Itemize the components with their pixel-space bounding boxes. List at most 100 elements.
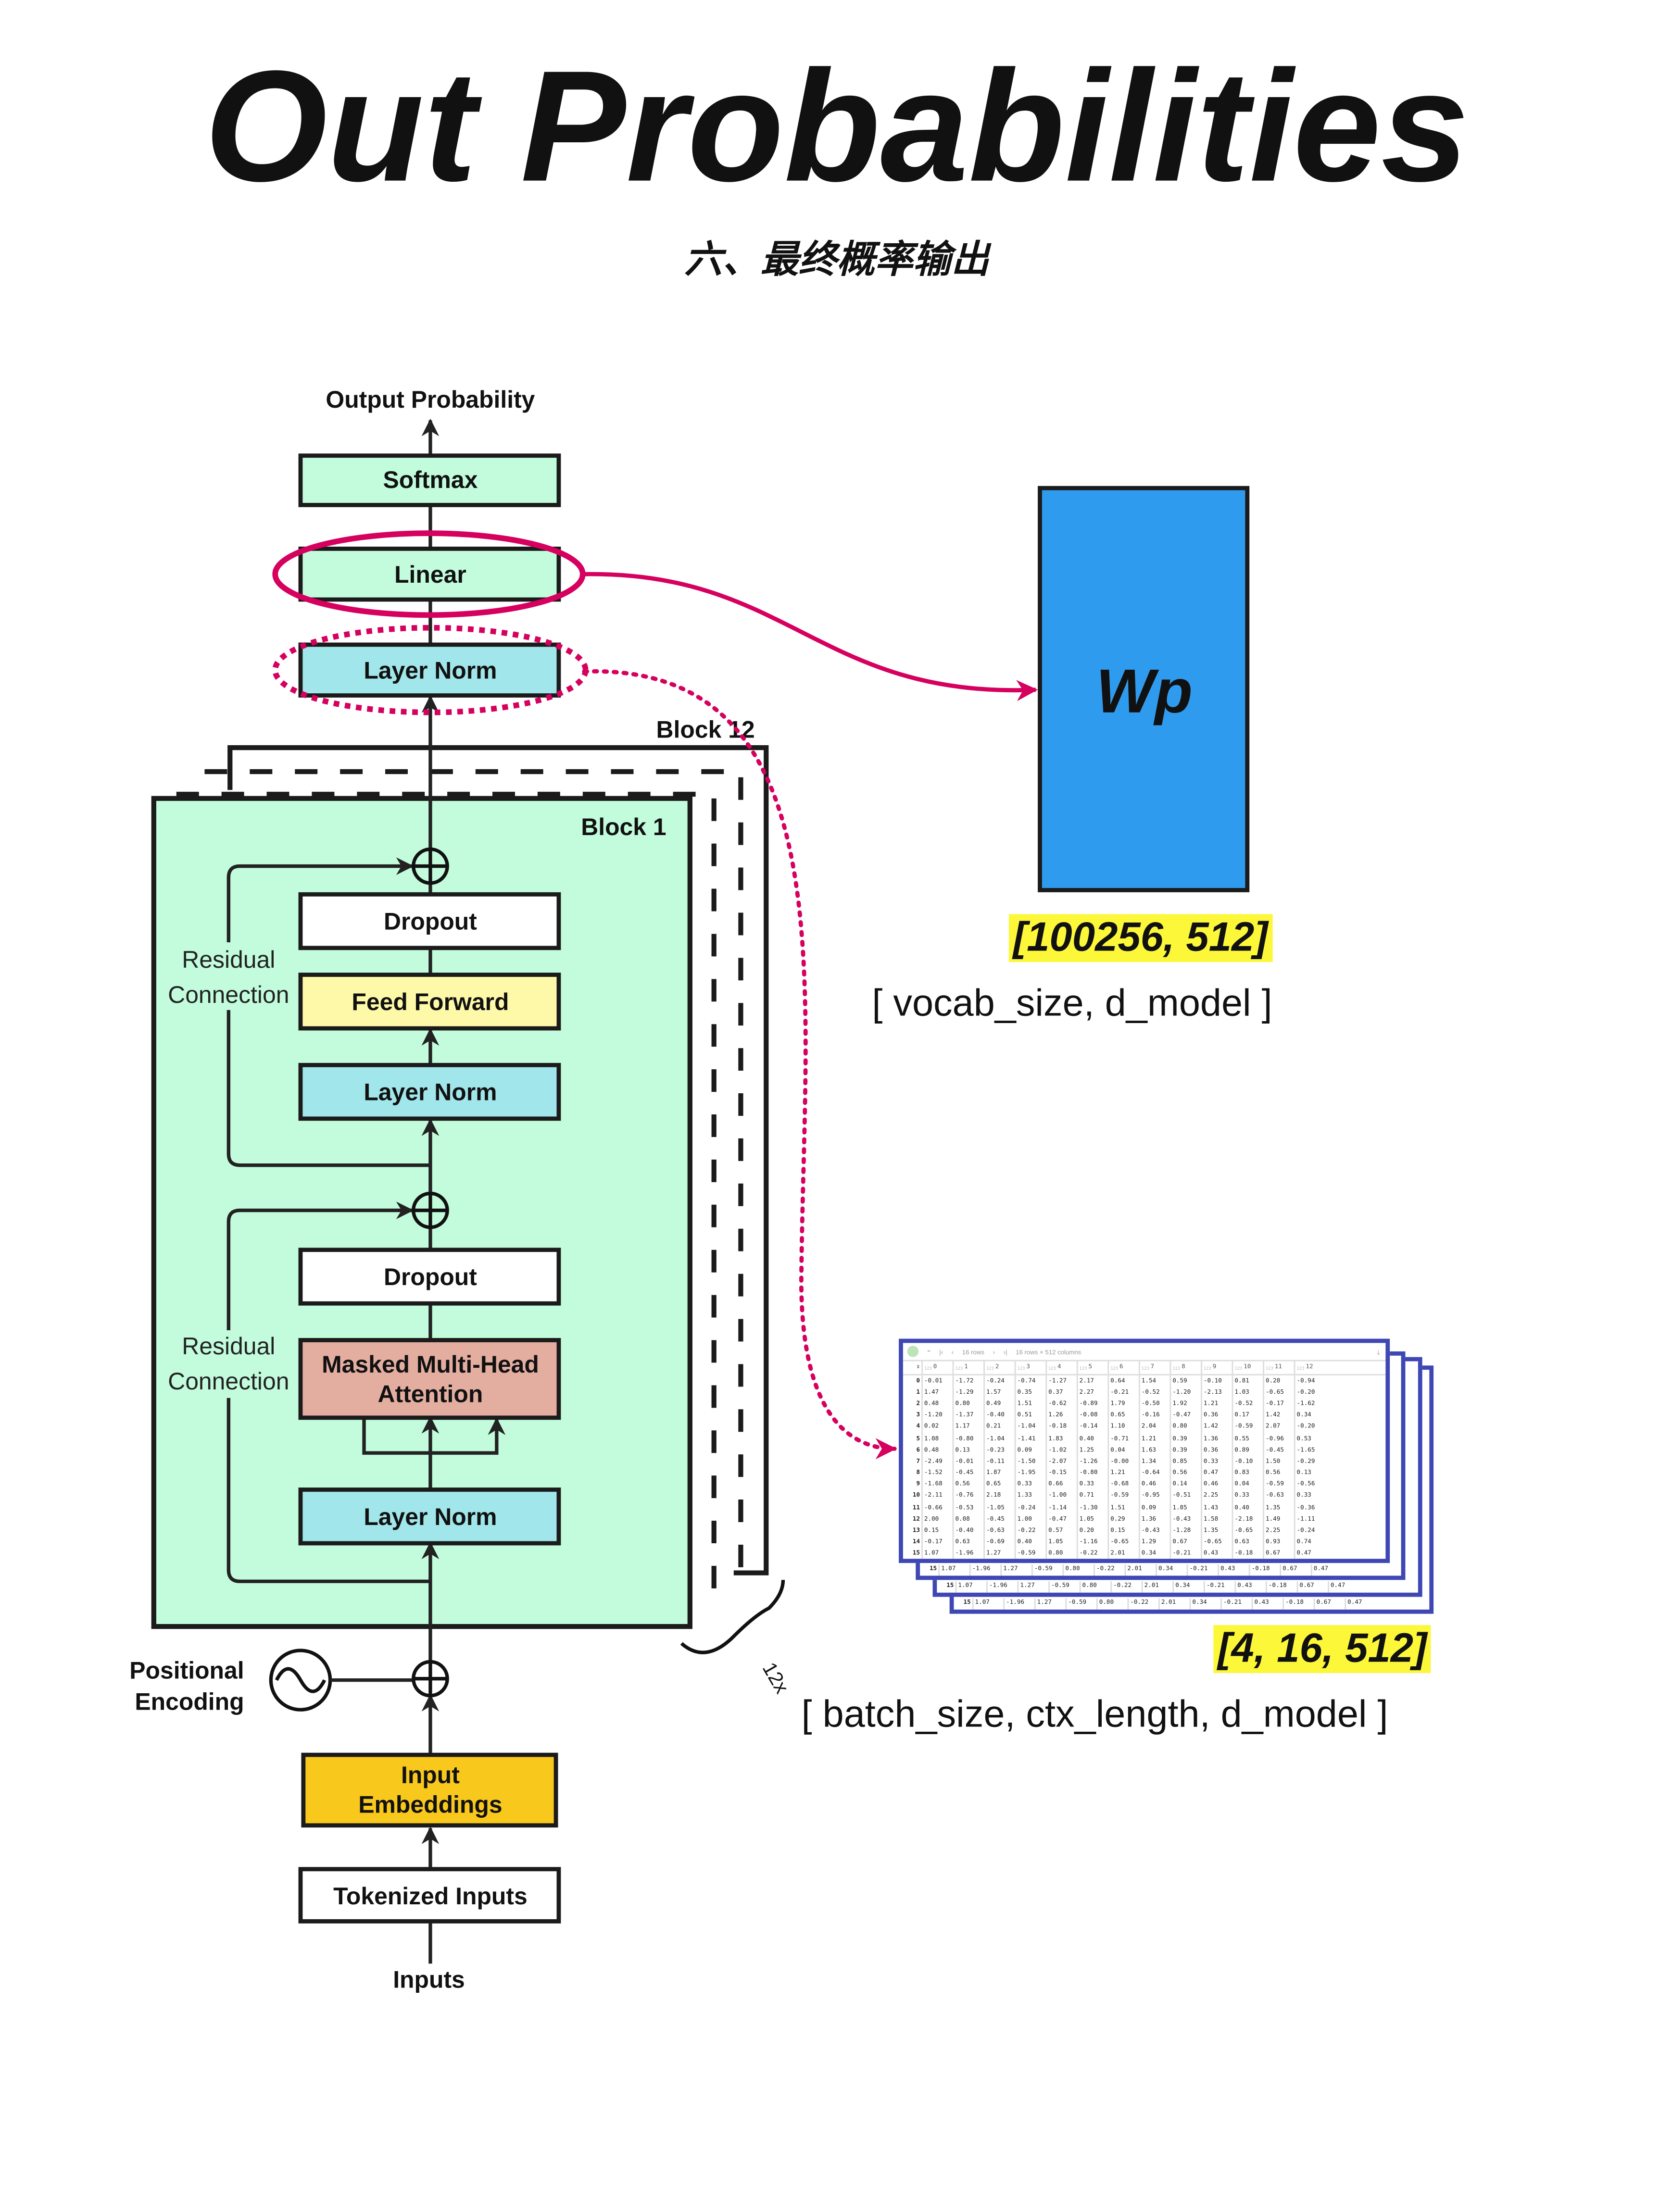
softmax-box — [298, 453, 561, 507]
table-cell: 1.79 — [1107, 1398, 1139, 1410]
table-cell: 1.47 — [921, 1387, 953, 1399]
table-cell: 0.34 — [1189, 1598, 1221, 1610]
table-cell: 1.33 — [1014, 1491, 1046, 1503]
table-cell: 0.80 — [1169, 1421, 1201, 1433]
next-page-icon[interactable]: › — [993, 1348, 995, 1355]
table-cell: 0.48 — [921, 1398, 953, 1410]
repeat-label: 12x — [758, 1659, 793, 1698]
table-cell: -0.52 — [1232, 1398, 1263, 1410]
table-cell: -0.10 — [1232, 1456, 1263, 1468]
table-cell: 1.07 — [972, 1598, 1004, 1610]
add-icon — [412, 847, 449, 885]
table-cell: -1.04 — [1014, 1421, 1046, 1433]
last-page-icon[interactable]: ›| — [1003, 1348, 1007, 1355]
sort-icon[interactable]: ⇕ — [916, 1364, 920, 1372]
table-cell: -0.20 — [1294, 1421, 1325, 1433]
table-cell: 0.43 — [1201, 1549, 1232, 1559]
table-cell: -0.63 — [983, 1525, 1015, 1537]
row-index: 8 — [916, 1470, 920, 1477]
table-cell: 0.21 — [983, 1421, 1015, 1433]
table-cell: 0.67 — [1263, 1549, 1294, 1559]
block-12-label: Block 12 — [656, 716, 755, 743]
table-cell: -0.17 — [921, 1537, 953, 1549]
table-cell: -0.43 — [1169, 1514, 1201, 1526]
table-cell: 2.00 — [921, 1514, 953, 1526]
rows-select[interactable]: 16 rows — [962, 1348, 985, 1355]
wp-shape: [100256, 512] — [1008, 914, 1272, 962]
table-cell: -0.66 — [921, 1502, 953, 1514]
row-index: 12 — [912, 1516, 920, 1524]
table-cell: -2.13 — [1201, 1387, 1232, 1399]
table-cell: -0.18 — [1232, 1549, 1263, 1559]
add-icon — [412, 1191, 449, 1229]
table-cell: 1.05 — [1045, 1537, 1077, 1549]
residual-connection-1 — [226, 857, 430, 1167]
chart-view-icon[interactable]: ⌁ — [927, 1347, 931, 1354]
table-cell: 1.63 — [1138, 1444, 1170, 1457]
table-cell: -0.45 — [952, 1468, 984, 1480]
residual-label: Residual — [182, 946, 275, 973]
table-cell: 0.56 — [1263, 1468, 1294, 1480]
table-cell: 1.07 — [955, 1581, 986, 1593]
page-title: Out Probabilities — [204, 37, 1469, 214]
output-label: Output Probability — [326, 386, 535, 413]
wp-matrix — [1038, 486, 1250, 892]
table-cell: 2.18 — [983, 1491, 1015, 1503]
table-cell: -0.10 — [1201, 1375, 1232, 1387]
table-cell: -0.29 — [1294, 1456, 1325, 1468]
row-index: 3 — [916, 1412, 920, 1420]
linear-box — [298, 547, 561, 602]
table-cell: -0.01 — [952, 1456, 984, 1468]
table-cell: -1.62 — [1294, 1398, 1325, 1410]
table-cell: 1.57 — [983, 1387, 1015, 1399]
table-cell: -0.21 — [1220, 1598, 1252, 1610]
table-cell: 0.74 — [1294, 1537, 1325, 1549]
table-cell: 0.81 — [1232, 1375, 1263, 1387]
table-cell: -1.65 — [1294, 1444, 1325, 1457]
table-cell: 1.43 — [1201, 1502, 1232, 1514]
first-page-icon[interactable]: |‹ — [939, 1348, 943, 1355]
table-cell: 1.36 — [1201, 1433, 1232, 1445]
table-cell: 1.27 — [1017, 1581, 1049, 1593]
table-cell: 1.83 — [1045, 1433, 1077, 1445]
table-cell: 0.04 — [1107, 1444, 1139, 1457]
table-cell: -2.49 — [921, 1456, 953, 1468]
table-cell: -0.80 — [1076, 1468, 1108, 1480]
table-cell: -0.68 — [1107, 1479, 1139, 1491]
prev-page-icon[interactable]: ‹ — [951, 1348, 954, 1355]
download-icon[interactable]: ⤓ — [1377, 1348, 1380, 1355]
table-cell: 0.71 — [1076, 1491, 1108, 1503]
table-cell: 1.36 — [1138, 1514, 1170, 1526]
table-cell: 0.56 — [952, 1479, 984, 1491]
table-cell: -0.94 — [1294, 1375, 1325, 1387]
table-view-icon[interactable] — [907, 1346, 919, 1357]
table-cell: -1.14 — [1045, 1502, 1077, 1514]
linear-to-wp-arrow — [584, 572, 1038, 701]
table-cell: 0.51 — [1014, 1410, 1046, 1422]
positional-label: Encoding — [135, 1688, 244, 1715]
table-cell: 1.42 — [1201, 1421, 1232, 1433]
table-cell: 0.28 — [1263, 1375, 1294, 1387]
table-cell: 0.80 — [1079, 1581, 1111, 1593]
row-index: 7 — [916, 1458, 920, 1466]
